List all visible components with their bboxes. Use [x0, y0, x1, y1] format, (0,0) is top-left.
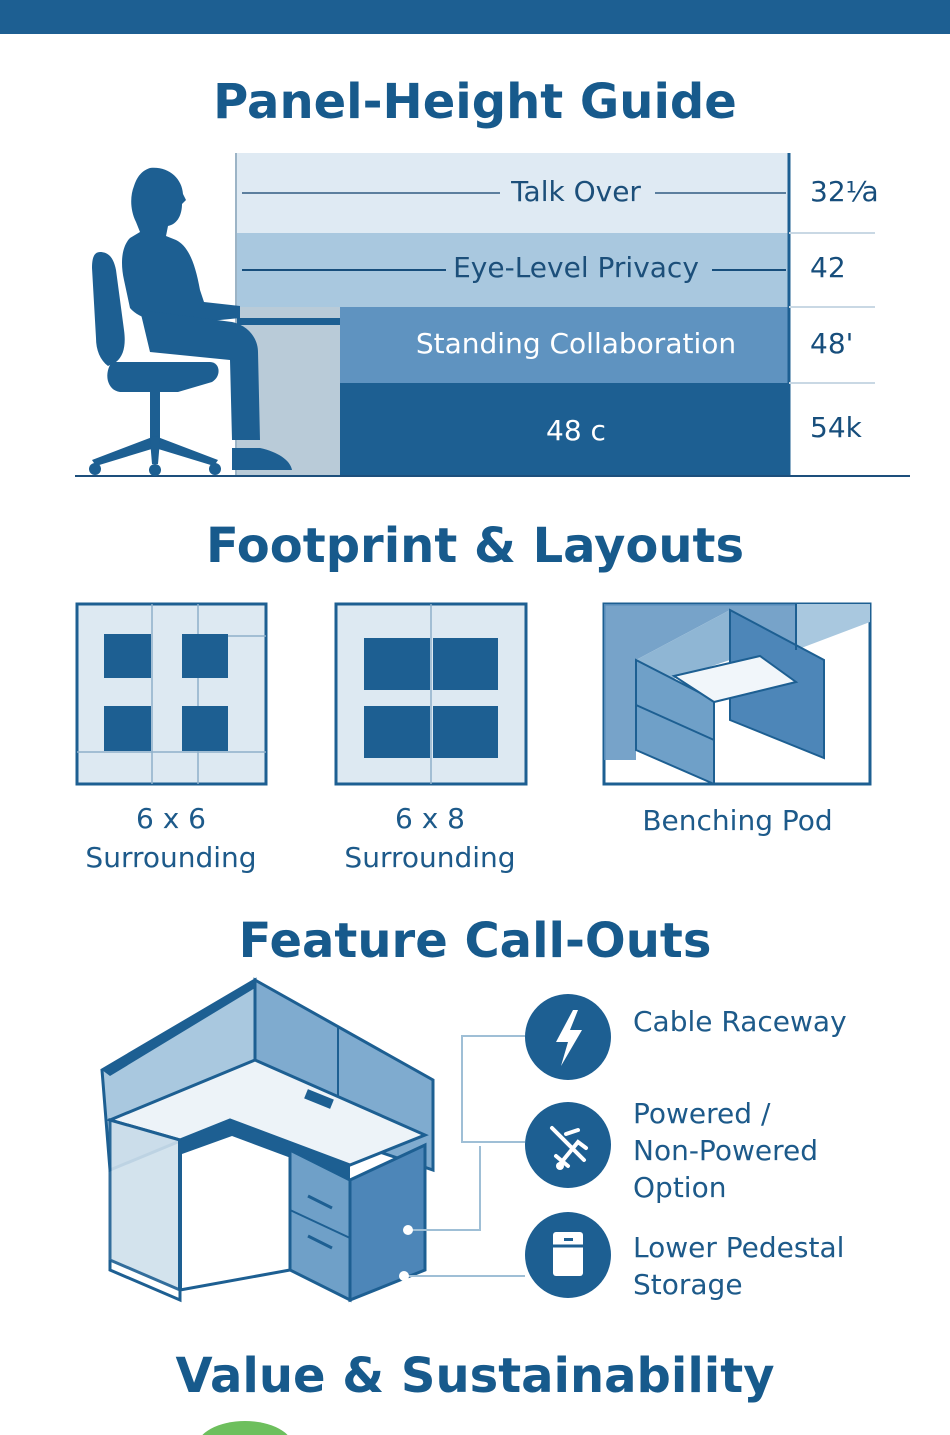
- layout-6x6-icon: [75, 602, 268, 786]
- feature-diagram: [100, 977, 611, 1303]
- section-title-value: Value & Sustainability: [175, 1348, 775, 1404]
- feature-powered-option: Powered / Non-Powered Option: [633, 1095, 818, 1206]
- layout-6x8-icon: [334, 602, 528, 786]
- seated-person-icon: [122, 167, 292, 470]
- power-plug-icon: [525, 1102, 611, 1188]
- layout-caption-6x8-size: 6 x 8: [395, 802, 465, 835]
- band-label-eye-level: Eye-Level Privacy: [453, 251, 699, 284]
- section-title-features: Feature Call-Outs: [238, 913, 712, 969]
- layout-caption-6x6: 6 x 6 Surrounding: [66, 799, 276, 877]
- feature-cable-raceway: Cable Raceway: [633, 1003, 847, 1040]
- layout-caption-6x8: 6 x 8 Surrounding: [325, 799, 535, 877]
- green-accent-shape: [202, 1421, 288, 1435]
- top-bar: [0, 0, 950, 34]
- desk-top: [237, 318, 340, 325]
- feature-lower-pedestal: Lower Pedestal Storage: [633, 1229, 844, 1303]
- band-label-48c: 48 c: [546, 414, 606, 447]
- band-value-eye-level: 42: [810, 251, 846, 284]
- connector-power: [408, 1146, 481, 1231]
- office-chair-icon: [89, 252, 221, 476]
- layout-caption-6x6-size: 6 x 6: [136, 802, 206, 835]
- feature-cable-raceway-line: Cable Raceway: [633, 1005, 847, 1038]
- feature-powered-line-3: Option: [633, 1171, 727, 1204]
- pedestal-icon: [525, 1212, 611, 1298]
- feature-pedestal-line-1: Lower Pedestal: [633, 1231, 845, 1264]
- section-title-panel-height: Panel-Height Guide: [213, 74, 737, 130]
- feature-powered-line-1: Powered /: [633, 1097, 771, 1130]
- band-value-48c: 54k: [810, 411, 862, 444]
- band-standing: [340, 307, 788, 383]
- band-label-standing: Standing Collaboration: [415, 327, 737, 360]
- layout-caption-6x8-type: Surrounding: [344, 841, 516, 874]
- l-shaped-workstation-icon: [100, 977, 435, 1303]
- feature-pedestal-line-2: Storage: [633, 1268, 743, 1301]
- band-value-talk-over: 32⅟a: [810, 175, 879, 208]
- panel-guide-graphic: [75, 153, 910, 477]
- band-48c: [340, 383, 788, 476]
- connector-cable: [461, 1035, 525, 1143]
- layout-caption-6x6-type: Surrounding: [85, 841, 257, 874]
- layout-caption-benching: Benching Pod: [600, 801, 875, 840]
- lightning-icon: [525, 994, 611, 1080]
- feature-powered-line-2: Non-Powered: [633, 1134, 818, 1167]
- benching-pod-icon: [602, 602, 872, 786]
- section-title-footprint: Footprint & Layouts: [205, 518, 745, 574]
- band-value-standing: 48': [810, 327, 854, 360]
- layout-caption-benching-name: Benching Pod: [642, 804, 833, 837]
- band-label-talk-over: Talk Over: [511, 175, 641, 208]
- layout-diagrams: [75, 602, 872, 786]
